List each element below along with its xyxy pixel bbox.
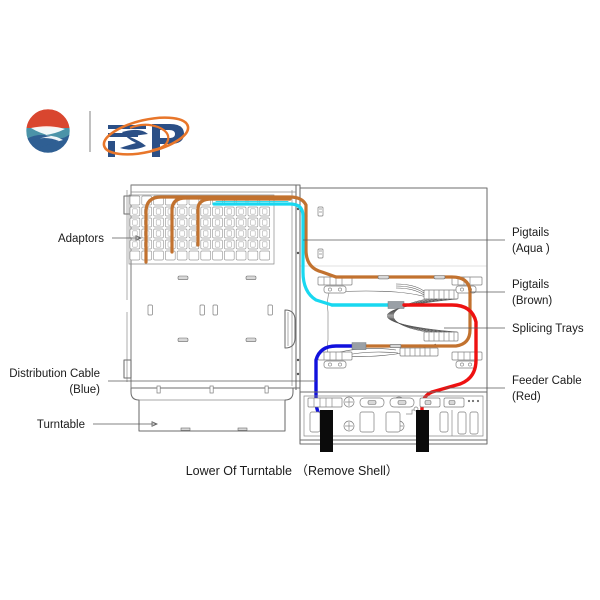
adaptor-port-keyway <box>179 241 185 248</box>
adaptor-port-keyway <box>262 219 268 226</box>
label-pigtails-aqua: Pigtails <box>512 227 549 239</box>
adaptor-port-keyway <box>155 230 162 237</box>
splice-fiber-loop <box>390 298 438 333</box>
adaptor-port-keyway <box>214 219 221 226</box>
port-dots <box>467 399 480 403</box>
adaptor-port <box>247 250 259 261</box>
pigtails-aqua-cable <box>212 201 390 307</box>
adaptor-port-keyway <box>203 241 209 248</box>
lower-socket-row <box>309 406 479 436</box>
adaptor-port <box>200 250 211 261</box>
adaptor-port-keyway <box>250 230 256 237</box>
label-adaptors: Adaptors <box>58 233 104 245</box>
adaptor-grid-frame <box>128 194 275 265</box>
cable-sheath-blue-entry <box>320 410 333 452</box>
adaptor-port-keyway <box>179 230 185 237</box>
adaptor-port <box>212 250 223 261</box>
adaptor-port-keyway <box>262 241 268 248</box>
adaptor-port-keyway <box>179 219 185 226</box>
label-turntable: Turntable <box>37 419 85 431</box>
adaptor-port-keyway <box>203 208 209 215</box>
oval-gland <box>359 397 415 408</box>
label-feeder-cable-color: (Red) <box>512 391 541 403</box>
adaptor-port-keyway <box>155 208 162 215</box>
adaptor-port-keyway <box>214 230 221 237</box>
adaptor-port-keyway <box>214 241 221 248</box>
logo-wordmark-fsp <box>102 116 190 157</box>
adaptor-port-keyway <box>226 230 232 237</box>
adaptor-port <box>153 250 164 261</box>
adaptor-port-keyway <box>203 219 209 226</box>
splice-sleeve-blue-brown <box>351 342 367 350</box>
adaptor-port-keyway <box>262 208 268 215</box>
pigtails-brown-cable <box>144 195 472 348</box>
adaptor-port-keyway <box>132 208 138 215</box>
label-pigtails-aqua-color: (Aqua ) <box>512 243 550 255</box>
adaptor-port-keyway <box>250 241 256 248</box>
adaptor-port-keyway <box>238 241 244 248</box>
adaptor-port-keyway <box>155 219 162 226</box>
adaptor-port-keyway <box>179 208 185 215</box>
adaptor-port-keyway <box>238 208 244 215</box>
chassis-hardware <box>147 275 273 342</box>
adaptor-port-keyway <box>226 241 232 248</box>
adaptor-port-keyway <box>191 208 197 215</box>
diagram-caption: Lower Of Turntable （Remove Shell） <box>186 464 399 478</box>
label-pigtails-brown-color: (Brown) <box>512 295 552 307</box>
label-splicing-trays: Splicing Trays <box>512 323 584 335</box>
clip-upper-left <box>317 276 353 294</box>
adaptor-port-keyway <box>226 219 232 226</box>
cable-clips <box>317 206 483 369</box>
label-distribution-cable-color: (Blue) <box>69 384 100 396</box>
adaptor-port-keyway <box>191 230 197 237</box>
adaptor-port-keyway <box>155 241 162 248</box>
adaptor-port <box>259 250 270 261</box>
adaptor-port <box>129 250 141 261</box>
adaptor-port-keyway <box>132 241 138 248</box>
cable-sheath-red-entry <box>416 410 429 452</box>
label-pigtails-brown: Pigtails <box>512 279 549 291</box>
leader-lines <box>93 235 505 427</box>
gland-port-block-left <box>307 397 343 408</box>
adaptor-port-keyway <box>226 208 232 215</box>
enclosure-outline <box>123 184 488 445</box>
adaptor-port-keyway <box>238 230 244 237</box>
adaptor-port-keyway <box>262 230 268 237</box>
adaptor-port-keyway <box>238 219 244 226</box>
adaptor-port <box>129 195 141 206</box>
splice-fiber-loop <box>393 298 428 333</box>
splice-fiber-loop <box>391 298 433 333</box>
adaptor-port-keyway <box>132 230 138 237</box>
adaptor-port <box>235 250 247 261</box>
cable-entry-panel <box>299 391 488 452</box>
adaptor-port <box>224 250 235 261</box>
adaptor-port-keyway <box>191 241 197 248</box>
adaptor-port-keyway <box>203 230 209 237</box>
adaptor-port <box>176 250 188 261</box>
adaptor-port-keyway <box>191 219 197 226</box>
label-feeder-cable: Feeder Cable <box>512 375 582 387</box>
adaptor-port-keyway <box>250 219 256 226</box>
adaptor-port-keyway <box>214 208 221 215</box>
splice-holder-bottom <box>399 347 439 357</box>
adaptor-port-keyway <box>132 219 138 226</box>
label-distribution-cable: Distribution Cable <box>9 368 100 380</box>
adaptor-port-keyway <box>250 208 256 215</box>
gland-port-block-right <box>419 397 465 408</box>
adaptor-port <box>188 250 200 261</box>
